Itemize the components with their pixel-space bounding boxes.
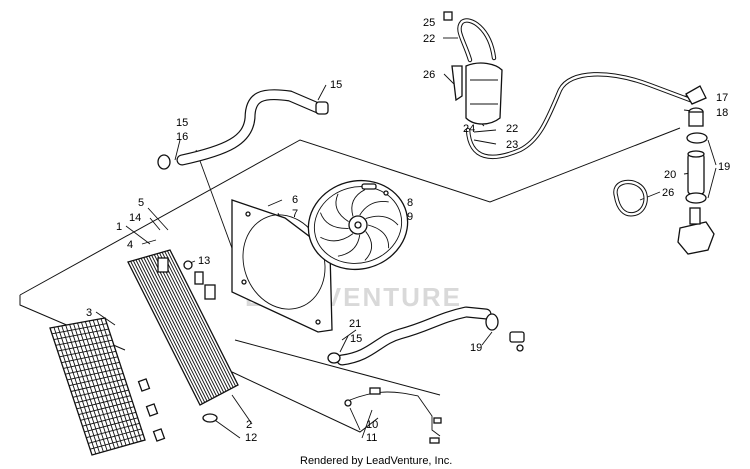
reservoir-tubes	[457, 18, 693, 159]
callout-13: 13	[198, 255, 210, 267]
radiator-screen	[49, 317, 166, 456]
callout-19-right: 19	[718, 161, 730, 173]
callout-10: 10	[366, 419, 378, 431]
callout-labels: 1 2 3 4 5 6 7 8 9 10 11 12 13 14 15 15 1…	[86, 17, 730, 444]
callout-17: 17	[716, 92, 728, 104]
hose-clamp	[613, 179, 648, 217]
callout-5: 5	[138, 197, 144, 209]
filler-neck	[685, 85, 708, 144]
callout-26-right: 26	[662, 187, 674, 199]
assembly-outline	[19, 127, 681, 433]
coolant-reservoir	[443, 11, 503, 125]
callout-9: 9	[407, 211, 413, 223]
callout-6: 6	[292, 194, 298, 206]
callout-4: 4	[127, 239, 133, 251]
callout-3: 3	[86, 307, 92, 319]
callout-7: 7	[292, 208, 298, 220]
callout-16: 16	[176, 131, 188, 143]
callout-8: 8	[407, 197, 413, 209]
callout-23: 23	[506, 139, 518, 151]
callout-21: 21	[349, 318, 361, 330]
radiator-fan	[307, 179, 409, 271]
callout-22-top: 22	[423, 33, 435, 45]
callout-12: 12	[245, 432, 257, 444]
callout-24: 24	[463, 123, 475, 135]
callout-22-right: 22	[506, 123, 518, 135]
radiator	[127, 249, 239, 423]
callout-14: 14	[129, 212, 141, 224]
credit-text: Rendered by LeadVenture, Inc.	[300, 455, 452, 467]
callout-11: 11	[366, 432, 377, 444]
lower-radiator-hose	[327, 306, 525, 366]
callout-20: 20	[664, 169, 676, 181]
callout-15-upper: 15	[176, 117, 188, 129]
callout-25: 25	[423, 17, 435, 29]
callout-15-lower: 15	[350, 333, 362, 345]
upper-radiator-hose	[157, 89, 329, 170]
callout-26-top: 26	[423, 69, 435, 81]
callout-1: 1	[116, 221, 122, 233]
callout-15-top: 15	[330, 79, 342, 91]
callout-2: 2	[246, 419, 252, 431]
callout-18: 18	[716, 107, 728, 119]
callout-19-lower: 19	[470, 342, 482, 354]
fan-sensor-harness	[344, 387, 442, 444]
filler-hose	[677, 150, 715, 255]
